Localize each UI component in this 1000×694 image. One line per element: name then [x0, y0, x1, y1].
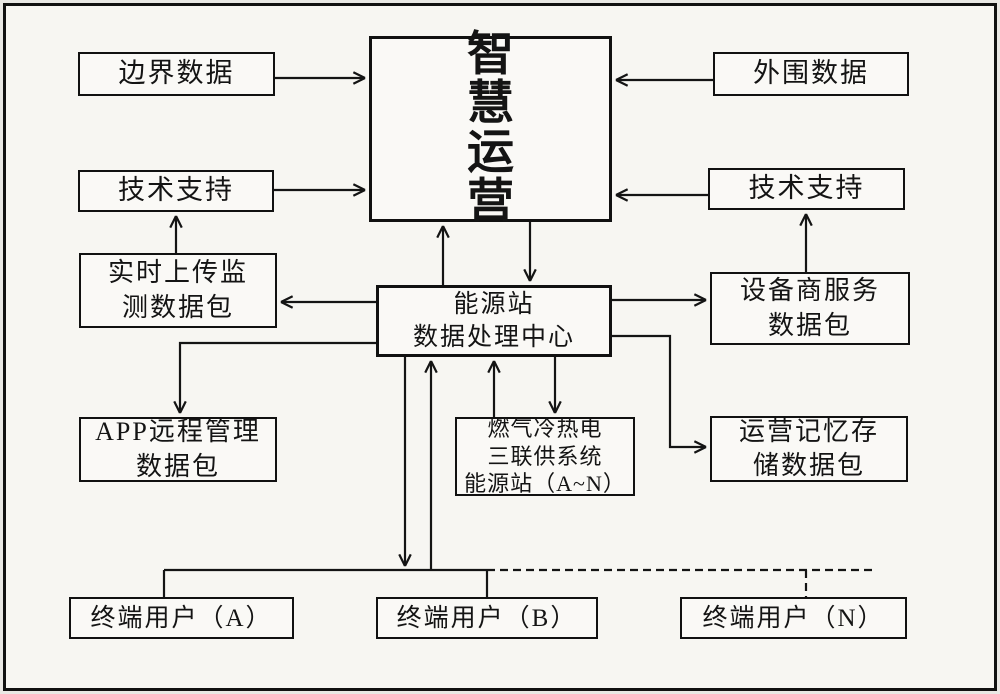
node-memory-storage: 运营记忆存 储数据包 [710, 416, 908, 482]
node-realtime-upload-label: 实时上传监 测数据包 [107, 258, 248, 322]
node-cchp-station: 燃气冷热电 三联供系统 能源站（A~N） [455, 416, 635, 497]
node-boundary-data-label: 边界数据 [118, 58, 235, 89]
node-vendor-service-label: 设备商服务 数据包 [739, 276, 880, 340]
node-peripheral-data-label: 外围数据 [753, 58, 869, 89]
node-user-n: 终端用户（N） [680, 597, 907, 639]
node-user-b-label: 终端用户（B） [396, 604, 578, 632]
node-user-n-label: 终端用户（N） [702, 604, 885, 632]
node-memory-storage-label: 运营记忆存 储数据包 [738, 416, 879, 480]
node-cchp-station-label: 燃气冷热电 三联供系统 能源站（A~N） [464, 416, 626, 497]
node-energy-center: 能源站 数据处理中心 [376, 285, 612, 357]
node-boundary-data: 边界数据 [78, 52, 275, 96]
node-user-a: 终端用户（A） [69, 597, 294, 639]
node-tech-support-left-label: 技术支持 [118, 175, 234, 206]
node-tech-support-right-label: 技术支持 [748, 173, 865, 204]
node-realtime-upload: 实时上传监 测数据包 [79, 253, 277, 328]
node-vendor-service: 设备商服务 数据包 [710, 272, 910, 345]
node-smart-operation-label: 智慧运营 [467, 29, 514, 228]
node-user-a-label: 终端用户（A） [90, 604, 273, 632]
node-user-b: 终端用户（B） [376, 597, 598, 639]
node-app-remote-label: APP远程管理 数据包 [95, 417, 261, 481]
node-energy-center-label: 能源站 数据处理中心 [412, 291, 575, 351]
node-smart-operation: 智慧运营 [369, 31, 612, 226]
node-peripheral-data: 外围数据 [713, 52, 909, 96]
node-tech-support-left: 技术支持 [78, 170, 274, 212]
node-app-remote: APP远程管理 数据包 [79, 417, 277, 482]
node-tech-support-right: 技术支持 [708, 168, 905, 210]
